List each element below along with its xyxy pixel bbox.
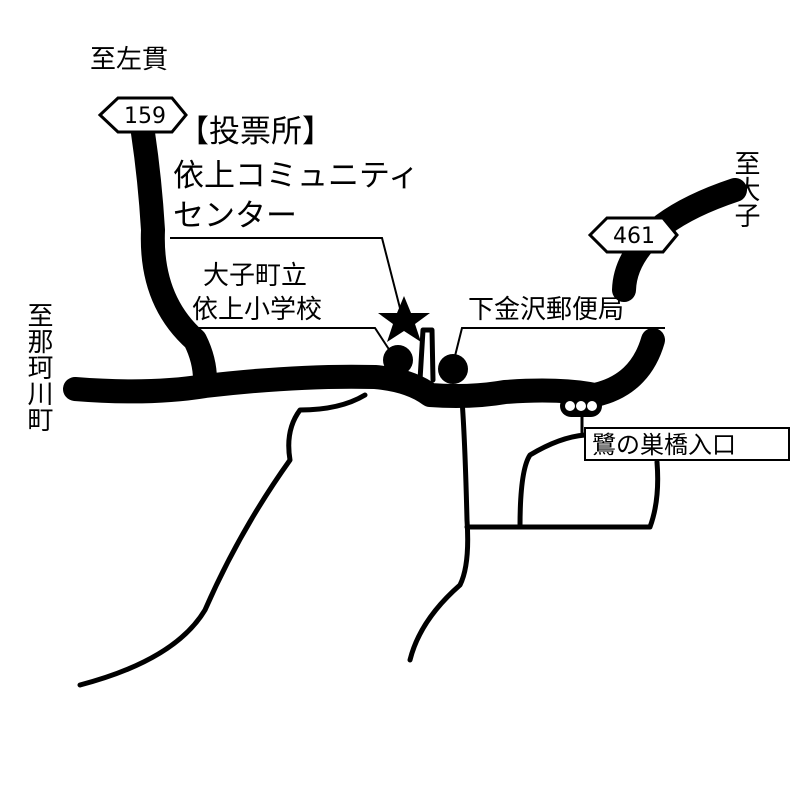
minor-road-bus-branch: [517, 432, 588, 530]
route-461-number: 461: [613, 224, 655, 249]
minor-road-southeast-link: [464, 459, 661, 530]
bus-stop-label: 鷺の巣橋入口: [592, 431, 736, 459]
circle-marker-icon: [383, 345, 413, 375]
minor-road-southwest: [77, 392, 368, 688]
polling-leader: [170, 237, 403, 317]
school-leader: [192, 327, 395, 358]
route-461-shield: 461: [587, 216, 679, 254]
east-direction-label: 至大子: [730, 150, 760, 228]
west-direction-label: 至那珂川町: [23, 302, 53, 432]
school-label-line-2: 依上小学校: [192, 295, 322, 325]
polling-name-line-2: センター: [173, 198, 297, 234]
post-office-leader: [453, 327, 665, 361]
route-159-road: [131, 121, 217, 392]
bus-stop-label-box: 鷺の巣橋入口: [584, 427, 790, 461]
main-road-east-west: [63, 328, 665, 408]
route-159-shield: 159: [97, 96, 188, 134]
minor-road-south: [407, 397, 471, 663]
route-159-number: 159: [124, 104, 166, 129]
circle-marker-icon: [438, 354, 468, 384]
school-label-line-1: 大子町立: [203, 261, 307, 291]
minor-roads: [77, 327, 661, 688]
north-direction-label: 至左貫: [90, 45, 168, 75]
leader-lines: [170, 237, 665, 361]
polling-header-label: 【投票所】: [178, 114, 333, 150]
signal-icon: [560, 395, 602, 436]
star-icon: [378, 296, 430, 342]
polling-name-line-1: 依上コミュニティ: [173, 158, 419, 194]
post-office-label: 下金沢郵便局: [468, 295, 624, 325]
minor-road-center-access: [417, 327, 436, 383]
